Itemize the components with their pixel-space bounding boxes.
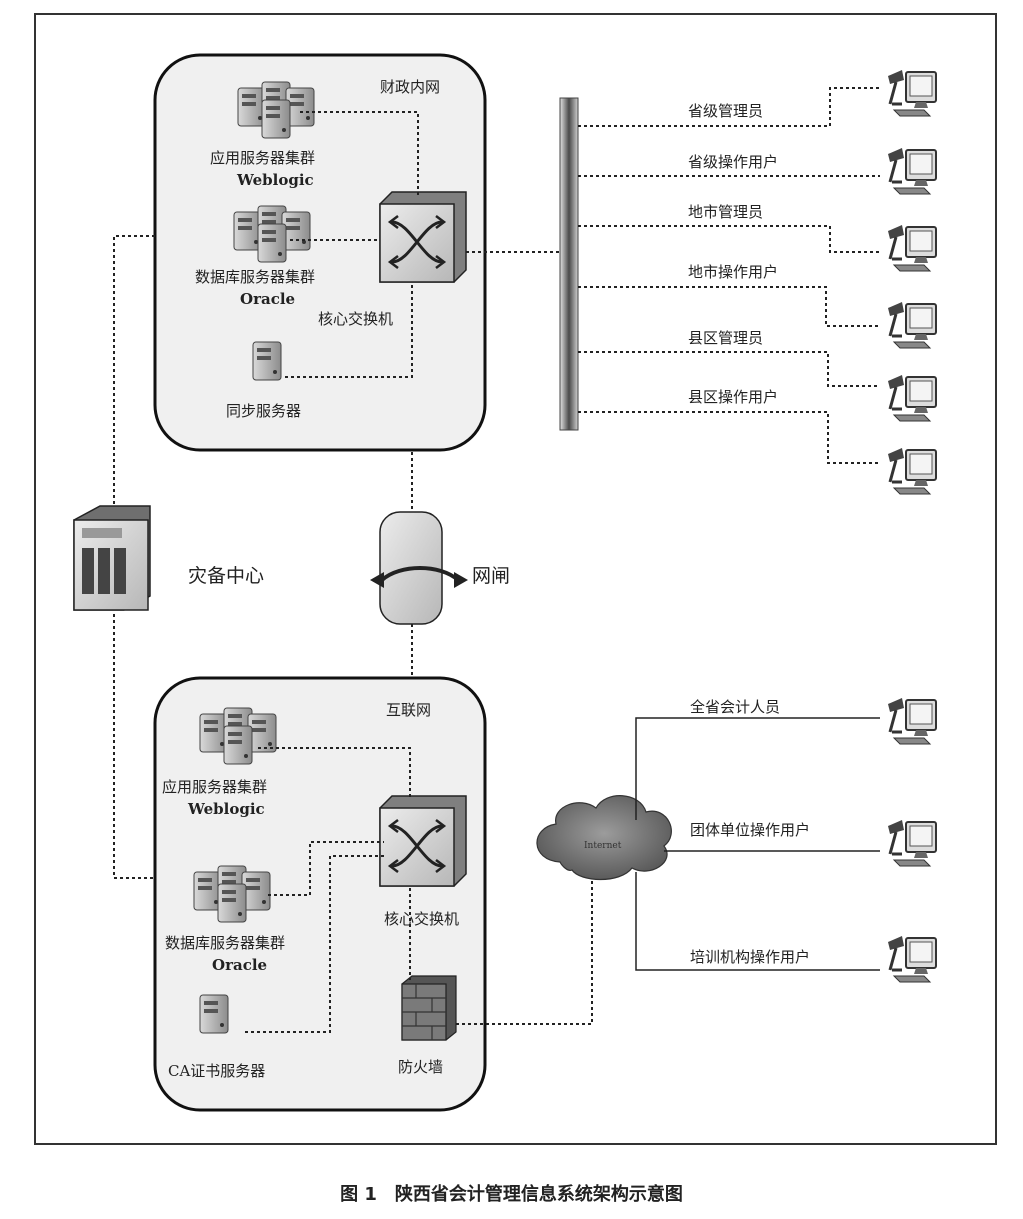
user-label: 县区操作用户: [688, 388, 778, 406]
user-label: 培训机构操作用户: [690, 948, 810, 966]
user-label: 全省会计人员: [690, 698, 780, 716]
firewall-icon: [401, 975, 457, 1041]
user-label: 县区管理员: [688, 329, 763, 347]
user-label: 地市操作用户: [688, 263, 778, 281]
intranet-title: 财政内网: [380, 78, 440, 96]
gateway-icon: [370, 511, 468, 625]
disaster-center-label: 灾备中心: [188, 565, 264, 587]
internet-zone-title: 互联网: [386, 701, 431, 719]
internet-app-cluster-sub: Weblogic: [187, 800, 265, 818]
user-label: 地市管理员: [688, 203, 763, 221]
server-icon: [252, 341, 282, 381]
workstation-icon: [886, 696, 938, 746]
internet-users: 全省会计人员 团体单位操作用户 培训机构操作用户: [635, 696, 938, 984]
workstation-icon: [886, 818, 938, 868]
user-label: 省级操作用户: [688, 153, 778, 171]
switch-icon: [378, 190, 468, 284]
internet-db-cluster-sub: Oracle: [212, 956, 267, 974]
server-icon: [199, 994, 229, 1034]
workstation-icon: [886, 146, 938, 196]
cloud-icon: [536, 795, 672, 880]
intranet-sync-server-label: 同步服务器: [226, 402, 301, 420]
user-label: 团体单位操作用户: [690, 821, 810, 839]
switch-icon: [378, 794, 468, 888]
intranet-core-switch-label: 核心交换机: [318, 310, 393, 328]
gateway-label: 网闸: [472, 565, 510, 587]
ca-server-label: CA证书服务器: [168, 1062, 265, 1080]
figure-caption: 图 1 陕西省会计管理信息系统架构示意图: [340, 1184, 683, 1205]
intranet-db-cluster-label: 数据库服务器集群: [195, 268, 315, 286]
intranet-app-cluster-sub: Weblogic: [236, 171, 314, 189]
internet-db-cluster-label: 数据库服务器集群: [165, 934, 285, 952]
workstation-icon: [886, 223, 938, 273]
workstation-icon: [886, 300, 938, 350]
workstation-icon: [886, 68, 938, 118]
user-label: 省级管理员: [688, 102, 763, 120]
workstation-icon: [886, 373, 938, 423]
firewall-label: 防火墙: [398, 1058, 443, 1076]
intranet-bus: [559, 97, 579, 431]
cloud-label: Internet: [584, 841, 622, 851]
datacenter-icon: [73, 505, 151, 611]
workstation-icon: [886, 934, 938, 984]
internet-app-cluster-label: 应用服务器集群: [162, 778, 267, 796]
internet-core-switch-label: 核心交换机: [384, 910, 459, 928]
workstation-icon: [886, 446, 938, 496]
intranet-db-cluster-sub: Oracle: [240, 290, 295, 308]
intranet-users: 省级管理员 省级操作用户 地市管理员 地市操作用户 县区管理员 县区操作用户: [578, 68, 938, 496]
intranet-app-cluster-label: 应用服务器集群: [210, 149, 315, 167]
